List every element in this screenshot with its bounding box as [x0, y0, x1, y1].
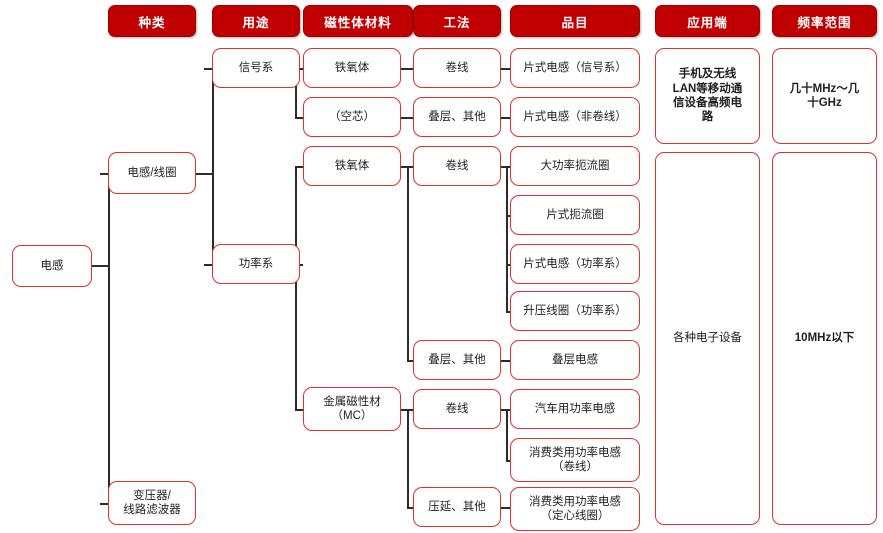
connector-wind-p-br3 — [506, 264, 510, 266]
connector-wind-p-stub — [501, 166, 508, 168]
connector-use-branch-power — [204, 264, 212, 266]
connector-wind-mc-br1 — [506, 409, 510, 411]
item-boost-coil-power[interactable]: 升压线圈（功率系） — [510, 291, 640, 331]
item-chip-inductor-nonwound[interactable]: 片式电感（非卷线） — [510, 97, 640, 137]
frequency-low[interactable]: 10MHz以下 — [772, 152, 877, 525]
connector-ferrite-p-br-lam — [407, 360, 413, 362]
connector-wind-p-br4 — [506, 311, 510, 313]
connector-kind-branch-coil — [100, 173, 108, 175]
column-header: 工法 — [413, 5, 501, 37]
connector-wind-p-trunk — [506, 166, 508, 311]
connector-aircore-stub — [401, 117, 413, 119]
connector-power-mat-br2 — [295, 409, 303, 411]
connector-power-mat-trunk — [295, 166, 297, 409]
item-laminated-inductor[interactable]: 叠层电感 — [510, 340, 640, 380]
connector-coil-stub — [196, 173, 212, 175]
root-inductor[interactable]: 电感 — [12, 245, 92, 287]
connector-wind-mc-trunk — [506, 409, 508, 460]
connector-signal-mat-br2 — [295, 117, 303, 119]
connector-wind-mc-stub — [501, 409, 508, 411]
application-general[interactable]: 各种电子设备 — [655, 152, 760, 525]
connector-mc-trunk — [407, 409, 409, 507]
use-power[interactable]: 功率系 — [212, 244, 300, 284]
connector-power-stub — [300, 264, 303, 266]
connector-ferrite-s-stub — [401, 68, 413, 70]
process-laminate-power[interactable]: 叠层、其他 — [413, 340, 501, 380]
process-laminate-signal[interactable]: 叠层、其他 — [413, 97, 501, 137]
connector-lam-s-stub — [501, 117, 510, 119]
connector-lam-p-stub — [501, 360, 510, 362]
connector-mc-br-wind — [407, 409, 413, 411]
connector-root-stub — [92, 265, 108, 267]
connector-signal-mat-trunk — [295, 68, 297, 117]
connector-wind-mc-br2 — [506, 460, 510, 462]
process-rolled-mc[interactable]: 压延、其他 — [413, 487, 501, 527]
kind-transformer-filter[interactable]: 变压器/线路滤波器 — [108, 481, 196, 525]
connector-kind-trunk — [108, 173, 110, 503]
column-header: 种类 — [108, 5, 196, 37]
connector-power-mat-br1 — [295, 166, 303, 168]
column-header: 频率范围 — [772, 5, 877, 37]
column-header: 品目 — [510, 5, 640, 37]
connector-use-branch-signal — [204, 68, 212, 70]
item-automotive-power[interactable]: 汽车用功率电感 — [510, 389, 640, 429]
column-header: 用途 — [212, 5, 300, 37]
connector-wind-s-stub — [501, 68, 510, 70]
connector-wind-p-br2 — [506, 215, 510, 217]
connector-kind-branch-xfmr — [100, 503, 108, 505]
connector-ferrite-p-trunk — [407, 166, 409, 360]
connector-roll-mc-stub — [501, 507, 510, 509]
item-consumer-power-centercoil[interactable]: 消费类用功率电感（定心线圈） — [510, 487, 640, 531]
process-winding-mc[interactable]: 卷线 — [413, 389, 501, 429]
item-power-choke[interactable]: 大功率扼流圈 — [510, 146, 640, 186]
column-header: 应用端 — [655, 5, 760, 37]
material-air-core[interactable]: （空芯） — [303, 97, 401, 137]
material-ferrite-power[interactable]: 铁氧体 — [303, 146, 401, 186]
item-chip-inductor-power[interactable]: 片式电感（功率系） — [510, 244, 640, 284]
item-chip-choke[interactable]: 片式扼流圈 — [510, 195, 640, 235]
material-ferrite-signal[interactable]: 铁氧体 — [303, 48, 401, 88]
frequency-high[interactable]: 几十MHz～几十GHz — [772, 48, 877, 144]
column-header: 磁性体材料 — [303, 5, 413, 37]
use-signal[interactable]: 信号系 — [212, 48, 300, 88]
process-winding-signal[interactable]: 卷线 — [413, 48, 501, 88]
connector-use-trunk — [212, 68, 214, 264]
item-chip-inductor-signal[interactable]: 片式电感（信号系） — [510, 48, 640, 88]
connector-mc-br-roll — [407, 507, 413, 509]
material-metal-mc[interactable]: 金属磁性材（MC） — [303, 387, 401, 431]
connector-wind-p-br1 — [506, 166, 510, 168]
item-consumer-power-wound[interactable]: 消费类用功率电感（卷线） — [510, 438, 640, 482]
kind-inductor-coil[interactable]: 电感/线圈 — [108, 152, 196, 194]
process-winding-power[interactable]: 卷线 — [413, 146, 501, 186]
